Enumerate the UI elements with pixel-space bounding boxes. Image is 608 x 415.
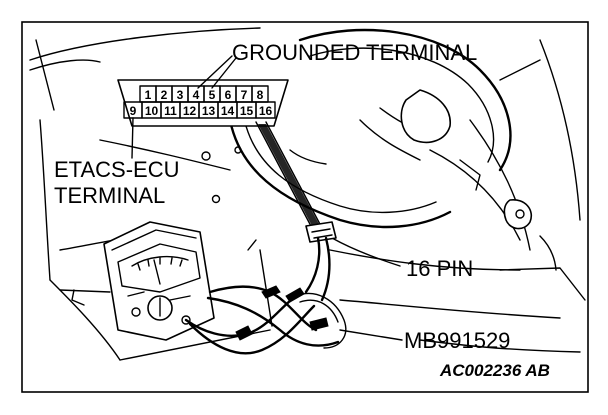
pin-label: 11 [164, 104, 177, 118]
pin-label: 8 [257, 88, 264, 102]
meter-jack [131, 307, 141, 317]
dashboard-illustration [29, 27, 586, 361]
figure-frame [21, 21, 589, 393]
pin-label: 1 [145, 88, 152, 102]
etacs-leader [131, 117, 134, 159]
etacs-terminal-label: TERMINAL [54, 183, 165, 208]
sixteen-pin-leader [331, 237, 401, 267]
etacs-ecu-label: ETACS-ECU [54, 157, 180, 182]
multimeter [103, 221, 215, 341]
grounded-leader-2 [211, 57, 237, 89]
pin-label: 16 [259, 104, 273, 118]
pin-label: 10 [145, 104, 159, 118]
pin-label: 3 [177, 88, 184, 102]
diagnostic-connector: 1 2 3 4 5 6 7 8 9 10 11 [117, 79, 289, 127]
pin-label: 12 [183, 104, 197, 118]
pin-label: 13 [202, 104, 216, 118]
connector-housing [117, 79, 289, 127]
leader-lines [131, 55, 403, 341]
pin-label: 2 [161, 88, 168, 102]
test-leads [184, 236, 347, 355]
vehicle-connector [305, 221, 337, 243]
meter-display [117, 243, 201, 293]
pin-label: 4 [193, 88, 200, 102]
pin-label: 15 [240, 104, 254, 118]
pin-label: 5 [209, 88, 216, 102]
grounded-terminal-label: GROUNDED TERMINAL [232, 40, 477, 65]
meter-needle [153, 259, 161, 285]
pin-label: 14 [221, 104, 235, 118]
pin-label: 7 [241, 88, 248, 102]
tool-part-number-label: MB991529 [404, 328, 510, 353]
tool-leader [339, 329, 403, 341]
connector-bottom-row: 9 10 11 12 13 14 15 16 [123, 101, 276, 119]
grounded-leader-1 [197, 55, 233, 89]
connector-pin-grid: 1 2 3 4 5 6 7 8 9 10 11 [123, 85, 276, 119]
probe-clip [235, 325, 253, 341]
diagram-labels: GROUNDED TERMINAL ETACS-ECU TERMINAL 16 … [54, 40, 550, 380]
meter-jack [181, 315, 191, 325]
figure-code-label: AC002236 AB [439, 361, 550, 380]
probe-clip [261, 285, 281, 299]
probe-clip [309, 317, 329, 331]
callout-shading [258, 124, 320, 226]
pin-label: 9 [130, 104, 137, 118]
sixteen-pin-label: 16 PIN [406, 256, 473, 281]
pin-label: 6 [225, 88, 232, 102]
